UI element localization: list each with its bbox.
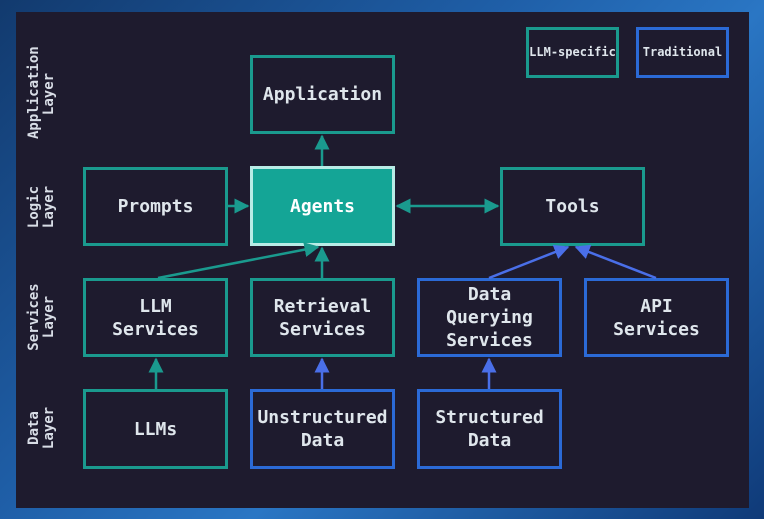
node-prompts: Prompts — [83, 167, 228, 246]
node-data-querying-services: Data Querying Services — [417, 278, 562, 357]
diagram-canvas — [16, 12, 749, 508]
legend-traditional: Traditional — [636, 27, 729, 78]
node-llms: LLMs — [83, 389, 228, 469]
node-api-services: API Services — [584, 278, 729, 357]
node-unstructured-data: Unstructured Data — [250, 389, 395, 469]
legend-llm-specific: LLM-specific — [526, 27, 619, 78]
node-application: Application — [250, 55, 395, 134]
node-structured-data: Structured Data — [417, 389, 562, 469]
arrow-api-to-tools — [574, 244, 657, 280]
arrow-llm-services-to-agents — [157, 242, 320, 280]
node-agents: Agents — [250, 166, 395, 246]
node-retrieval-services: Retrieval Services — [250, 278, 395, 357]
node-tools: Tools — [500, 167, 645, 246]
arrow-data-querying-to-tools — [488, 244, 570, 280]
node-llm-services: LLM Services — [83, 278, 228, 357]
